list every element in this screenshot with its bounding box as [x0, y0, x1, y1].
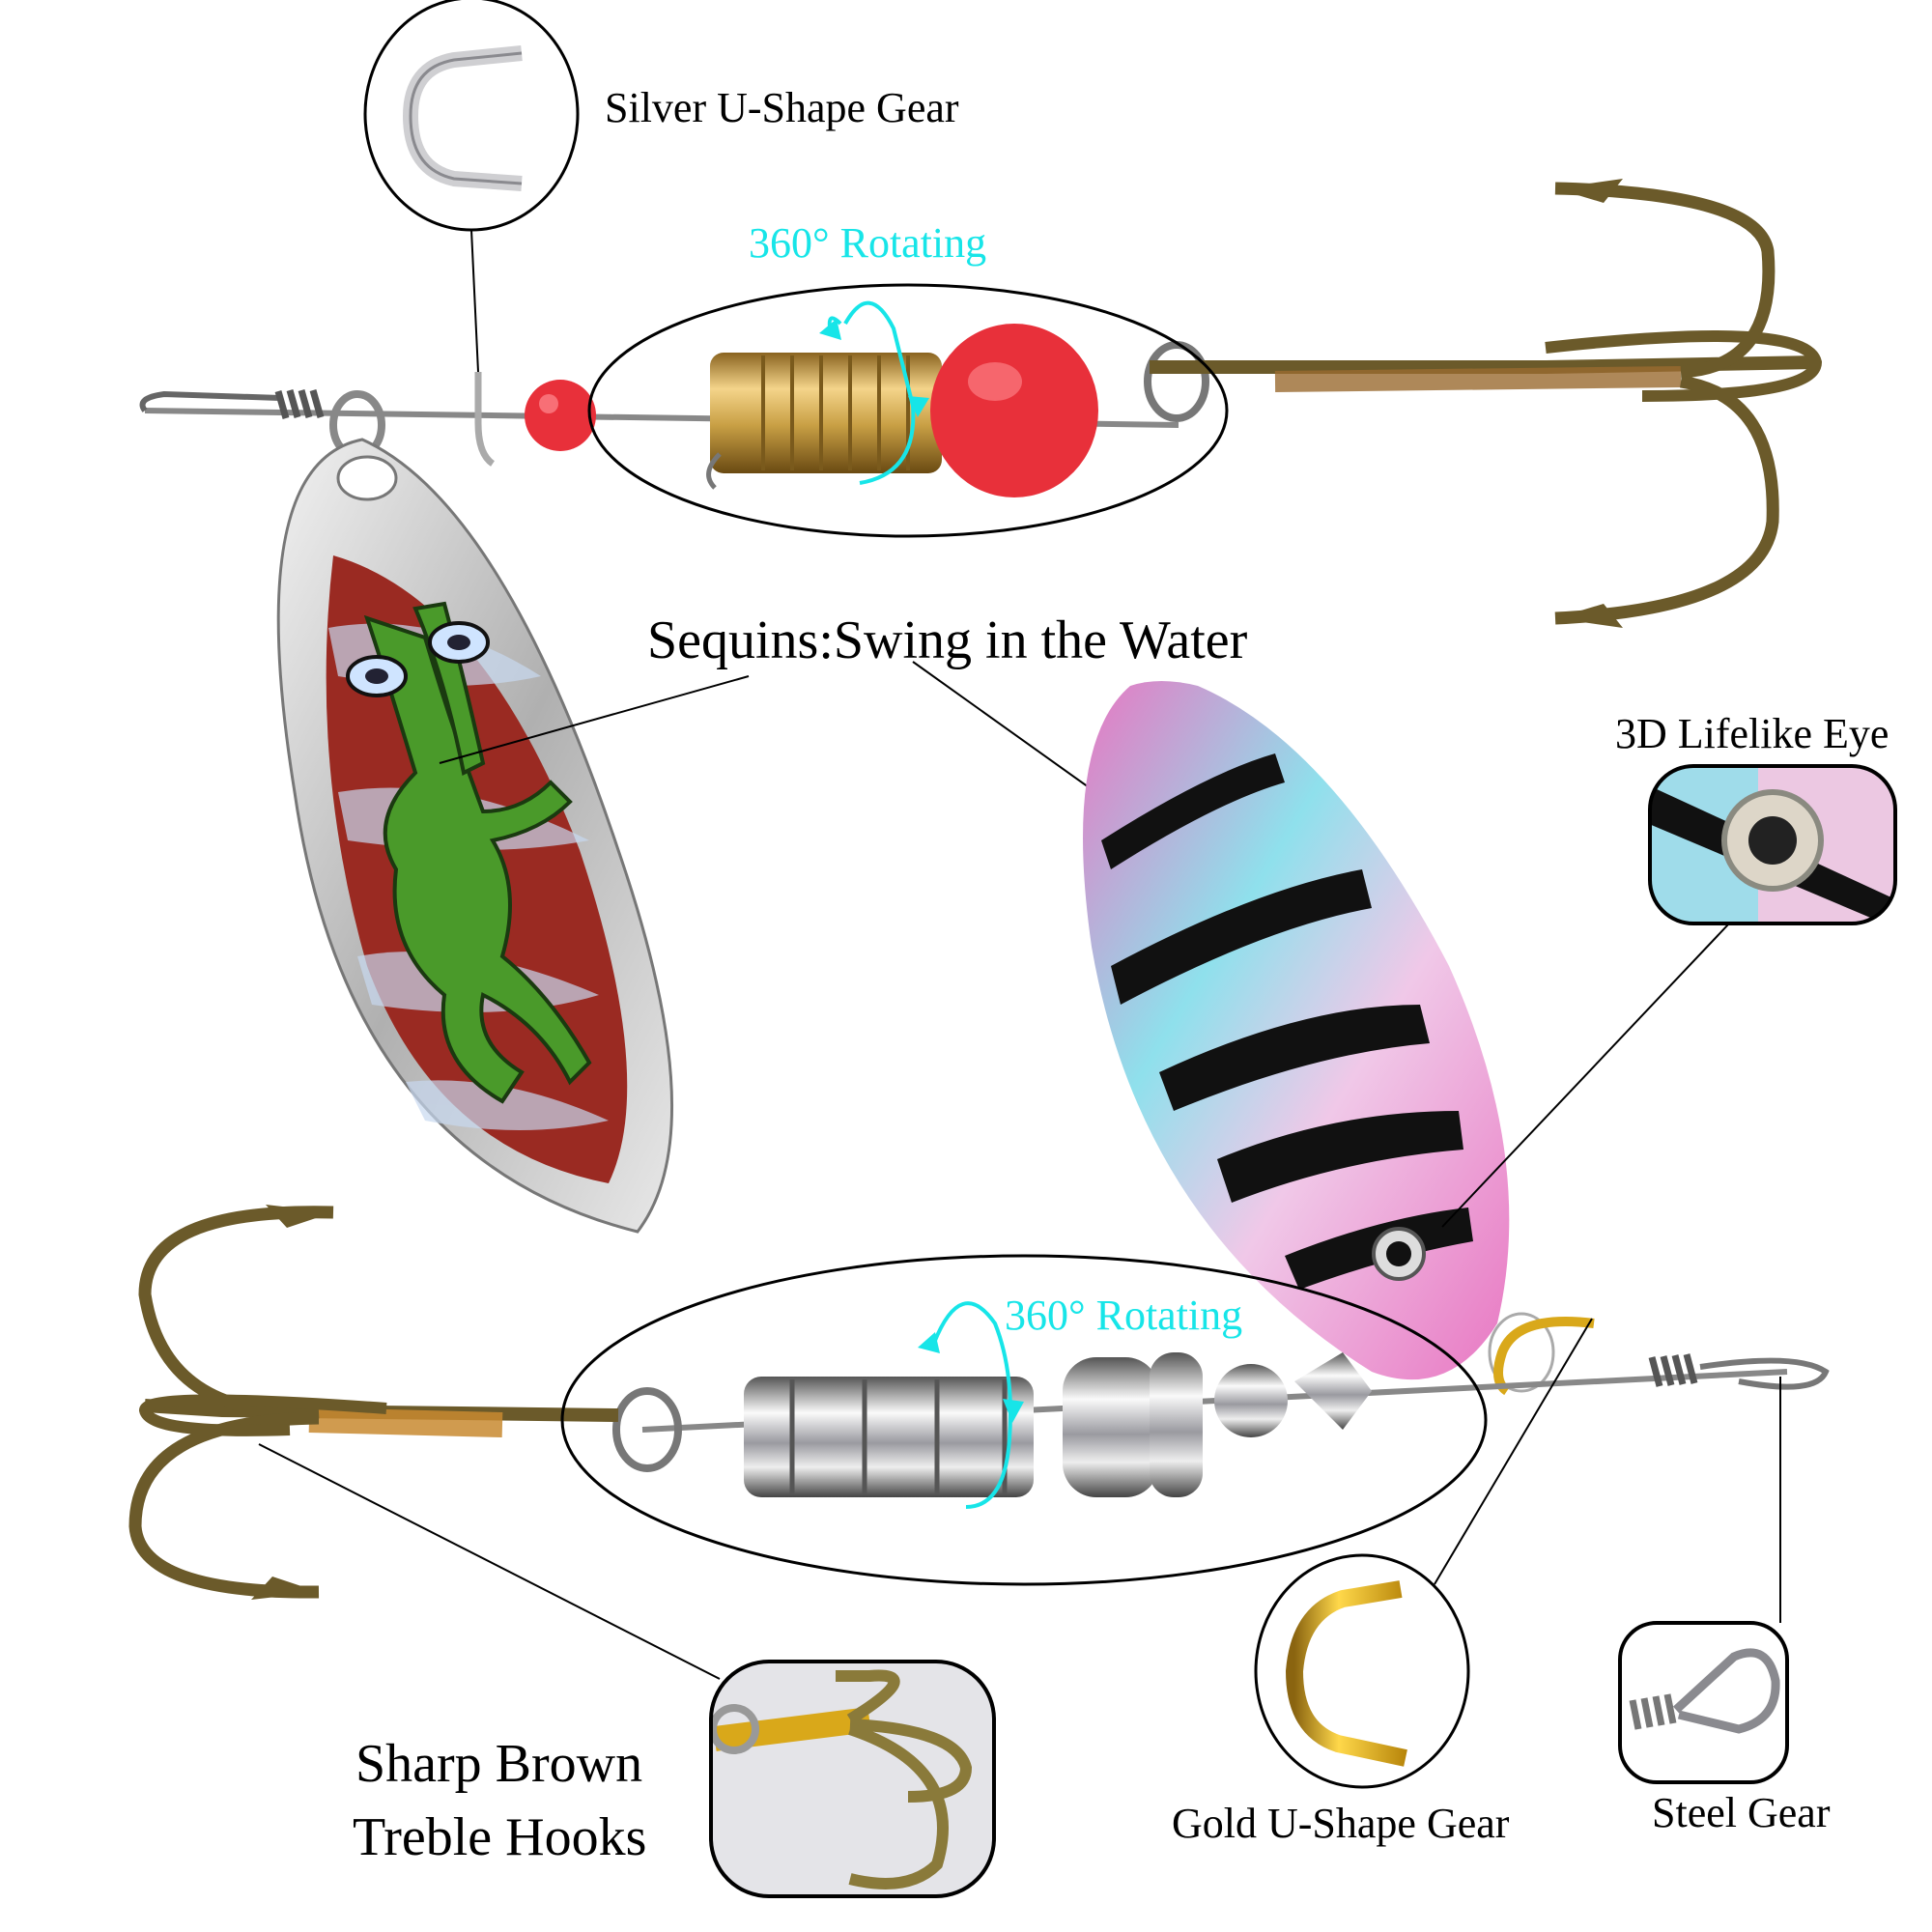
gold-gear-leader-line	[1434, 1318, 1593, 1585]
treble-hooks-inset	[709, 1660, 996, 1898]
bottom-rotation-callout	[560, 1254, 1488, 1586]
silver-gear-leader-line	[470, 229, 479, 373]
treble-hooks-label-line1: Sharp Brown	[355, 1734, 643, 1794]
top-lure	[139, 179, 1823, 1234]
hooks-leader-line	[258, 1443, 721, 1680]
eye-leader-line	[1441, 923, 1730, 1228]
sequins-leader-line-left	[439, 675, 750, 764]
lifelike-eye-label: 3D Lifelike Eye	[1615, 710, 1889, 757]
treble-hooks-label-line2: Treble Hooks	[353, 1807, 647, 1867]
bottom-lure	[128, 681, 1830, 1600]
silver-u-shape-gear-label: Silver U-Shape Gear	[605, 84, 959, 131]
steel-gear-label: Steel Gear	[1652, 1789, 1831, 1836]
gold-gear-callout	[1254, 1553, 1470, 1789]
rotating-label-top: 360° Rotating	[749, 219, 987, 267]
top-rotation-callout	[587, 283, 1229, 538]
eye-inset	[1648, 764, 1897, 925]
rotating-label-bottom: 360° Rotating	[1005, 1292, 1243, 1339]
steel-gear-inset	[1618, 1621, 1789, 1784]
gold-u-shape-gear-label: Gold U-Shape Gear	[1172, 1800, 1510, 1847]
bottom-rotation-arrow-icon	[932, 1301, 1012, 1509]
sequins-label: Sequins:Swing in the Water	[647, 611, 1248, 670]
silver-gear-callout	[363, 0, 580, 232]
